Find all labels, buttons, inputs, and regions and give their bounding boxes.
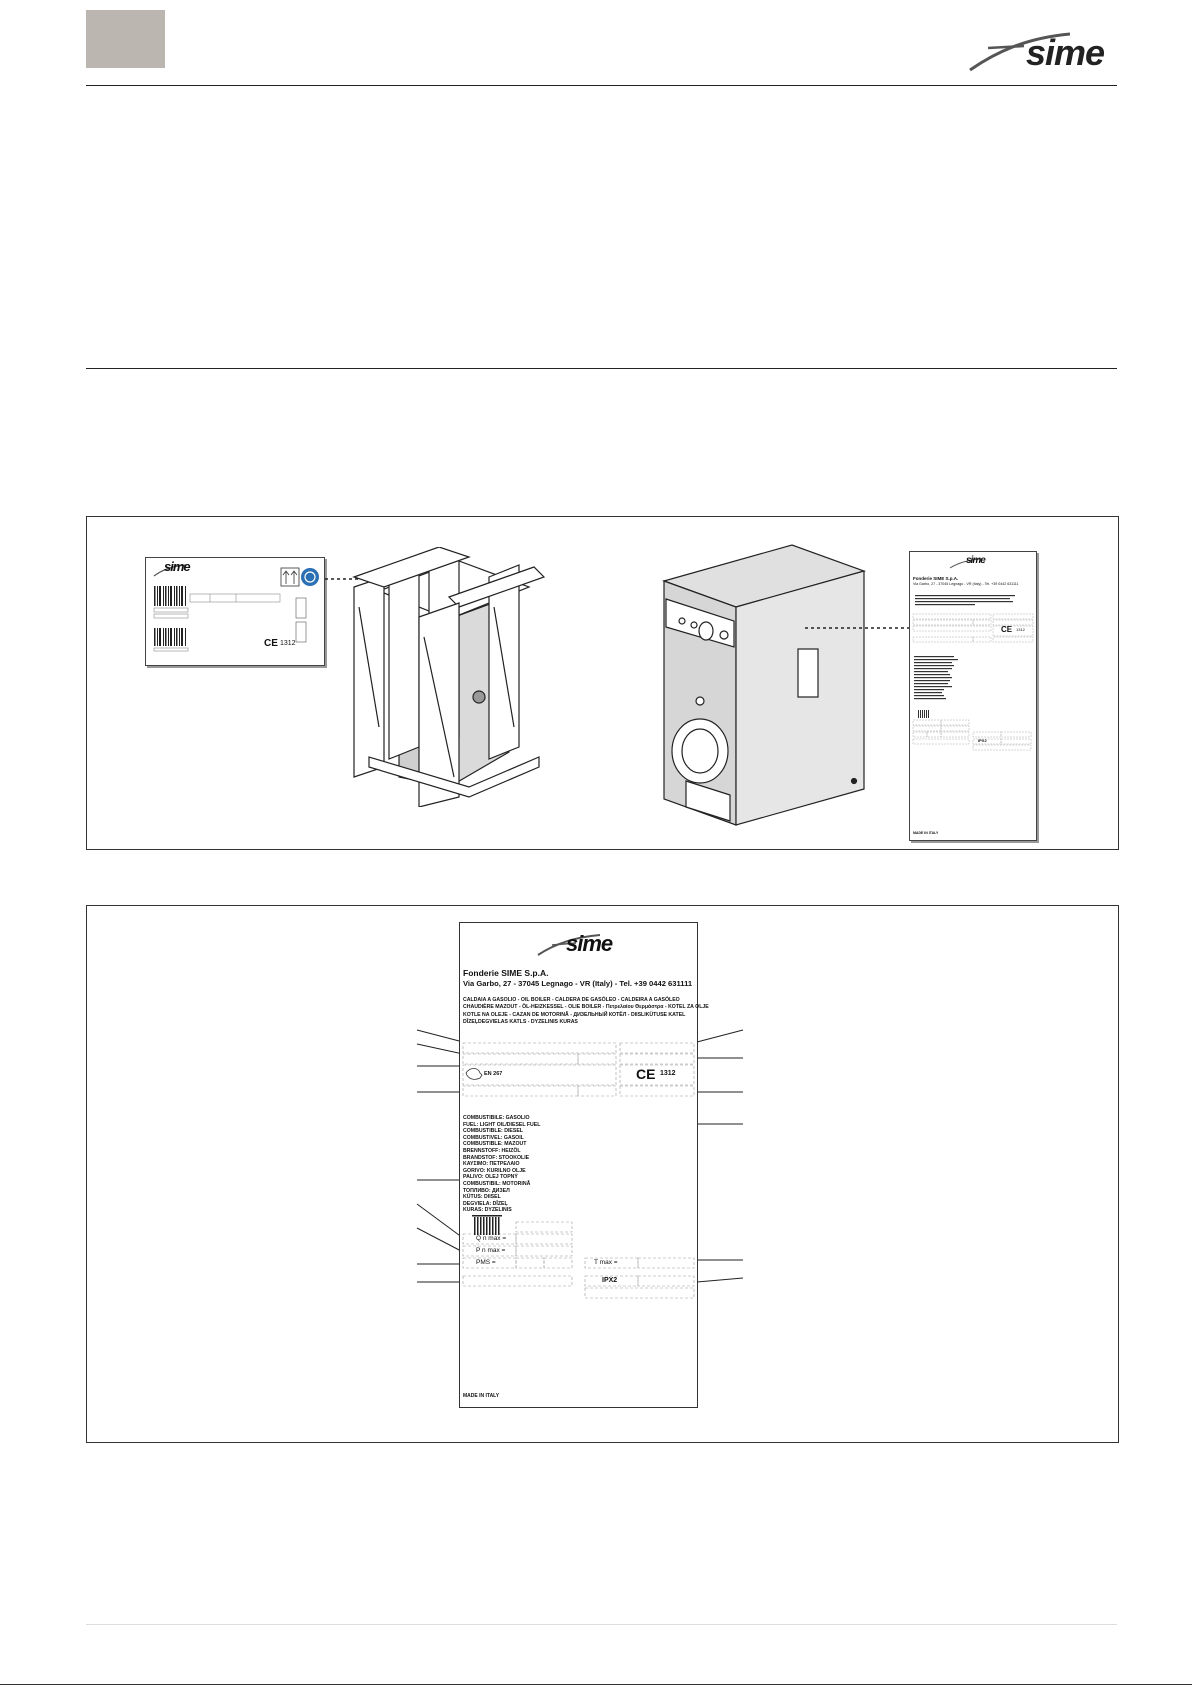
data-plate-qn-max: Q n max = [476, 1235, 507, 1242]
header-rule [86, 85, 1117, 86]
fuel-line: DEGVIELA: DĪZEĻ [463, 1200, 508, 1207]
fuel-line: FUEL: LIGHT OIL/DIESEL FUEL [463, 1121, 541, 1128]
small-plate-logo: sime [966, 555, 986, 566]
fuel-line: GORIVO: KURILNO OLJE [463, 1167, 526, 1174]
type-line: KOTLE NA OLEJE - CAZAN DE MOTORINĂ - ДИЗ… [463, 1011, 686, 1018]
fuel-line: COMBUSTIVEL: GASOIL [463, 1134, 524, 1141]
packaging-label-ce-mark: CE [264, 638, 278, 649]
data-plate-ip: IPX2 [602, 1277, 618, 1284]
fuel-line: COMBUSTIBIL: MOTORINĂ [463, 1180, 531, 1187]
data-plate-en-standard: EN 267 [484, 1071, 503, 1077]
sime-logo-text: sime [1026, 32, 1105, 73]
data-plate-boiler-types: CALDAIA A GASOLIO - OIL BOILER - CALDERA… [463, 997, 709, 1027]
fuel-line: ТОПЛИВО: ДИЗЕЛ [463, 1187, 510, 1194]
type-line: DĪZEĻDEGVIELAS KATLS - DYZELINIS KURAS [463, 1019, 578, 1026]
boiler-plate-leader [805, 627, 911, 629]
packaging-label-ce-number: 1312 [280, 640, 296, 647]
data-plate-fuel-list: COMBUSTIBILE: GASOLIO FUEL: LIGHT OIL/DI… [463, 1115, 583, 1214]
data-plate: sime Fonderie SIME S.p.A. Via Garbo, 27 … [459, 922, 709, 1408]
data-plate-address: Via Garbo, 27 - 37045 Legnago - VR (Ital… [463, 979, 693, 988]
small-data-plate: sime Fonderie SIME S.p.A. Via Garbo, 27 … [909, 551, 1037, 841]
type-line: CHAUDIÈRE MAZOUT - ÖL-HEIZKESSEL - OLIE … [463, 1004, 709, 1011]
figure-location-of-labels: sime CE 1312 [86, 516, 1119, 850]
packaging-label-logo: sime [164, 559, 191, 574]
small-plate-address: Via Garbo, 27 - 37045 Legnago - VR (Ital… [913, 582, 1019, 586]
data-plate-ce-mark: CE [636, 1066, 656, 1082]
data-plate-pn-max: P n max = [476, 1247, 506, 1254]
section-rule [86, 368, 1117, 369]
section-color-tab [86, 10, 165, 68]
fuel-line: COMBUSTIBILE: GASOLIO [463, 1115, 530, 1121]
boiler-unit-drawing [662, 544, 866, 826]
small-plate-ce-mark: CE [1001, 625, 1013, 634]
data-plate-company: Fonderie SIME S.p.A. [463, 968, 549, 978]
data-plate-made-in: MADE IN ITALY [463, 1393, 500, 1399]
fuel-line: BRENNSTOFF: HEIZÖL [463, 1147, 521, 1154]
sime-logo: sime [966, 26, 1116, 74]
small-plate-ip: IPX2 [978, 738, 987, 743]
fuel-line: KURAS: DYZELINIS [463, 1207, 512, 1214]
small-plate-ce-number: 1312 [1016, 627, 1025, 632]
small-plate-made-in: MADE IN ITALY [913, 831, 939, 835]
fuel-line: KÜTUS: DIISEL [463, 1194, 501, 1201]
data-plate-logo: sime [566, 931, 613, 956]
data-plate-ce-number: 1312 [660, 1070, 676, 1077]
fuel-line: COMBUSTIBLE: MAZOUT [463, 1141, 527, 1148]
packaged-boiler-crate-drawing [352, 547, 546, 807]
fuel-line: ΚΑΥΣΙΜΟ: ΠΕΤΡΕΛΑΙΟ [463, 1161, 520, 1168]
data-plate-pms: PMS = [476, 1259, 496, 1266]
figure-data-plate: sime Fonderie SIME S.p.A. Via Garbo, 27 … [86, 905, 1119, 1443]
footer-rule [86, 1624, 1117, 1625]
data-plate-tmax: T max = [594, 1259, 618, 1266]
small-plate-company: Fonderie SIME S.p.A. [913, 576, 959, 581]
type-line: CALDAIA A GASOLIO - OIL BOILER - CALDERA… [463, 997, 680, 1003]
fuel-line: PALIVO: OLEJ TOPNÝ [463, 1174, 518, 1181]
fuel-line: BRANDSTOF: STOOKOLIE [463, 1154, 530, 1161]
packaging-label: sime CE 1312 [145, 557, 325, 666]
fuel-line: COMBUSTIBLE: DIESEL [463, 1128, 523, 1135]
